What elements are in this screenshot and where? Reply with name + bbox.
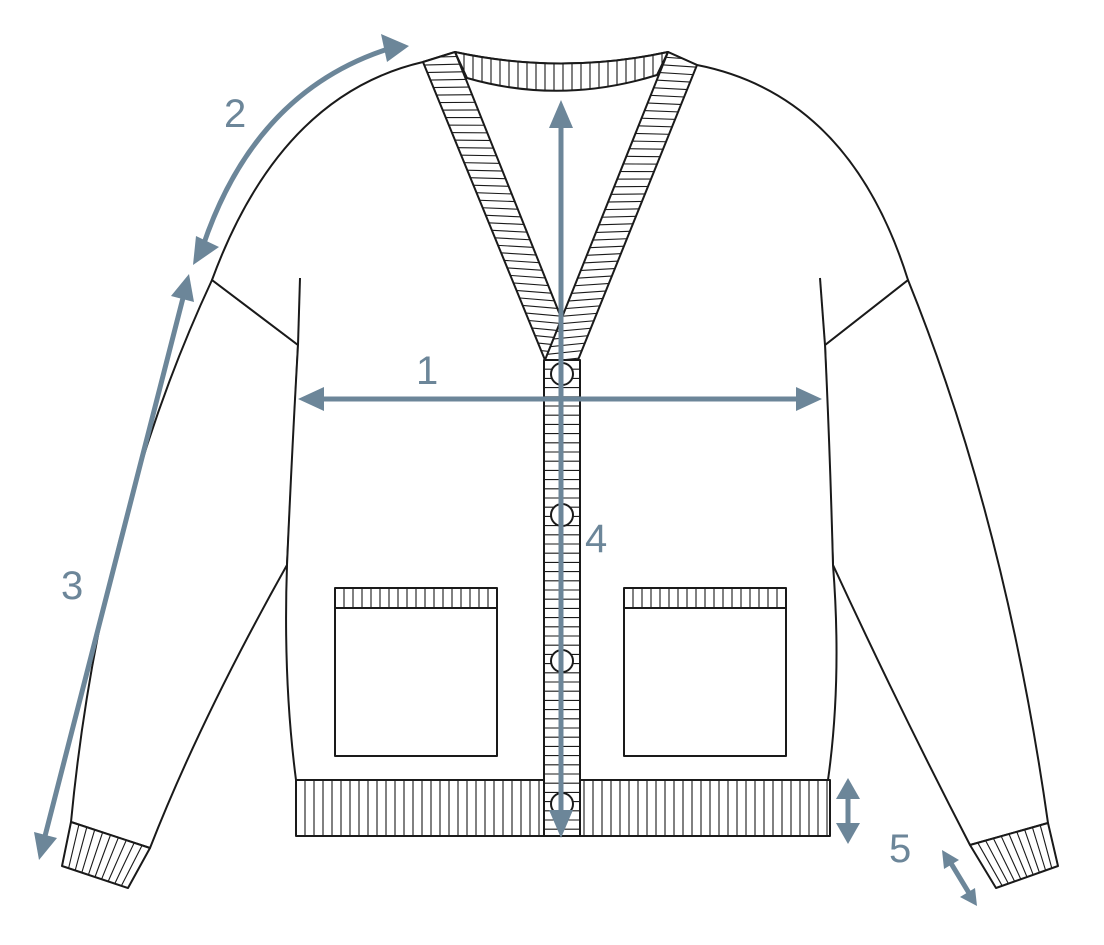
rib-line	[114, 842, 135, 884]
right-cuff	[969, 822, 1059, 889]
rib-line	[1008, 833, 1028, 878]
rib-line	[985, 840, 1009, 884]
label-shoulder: 2	[224, 92, 246, 136]
rib-line	[977, 842, 1003, 887]
rib-line	[101, 837, 119, 880]
rib-line	[1000, 835, 1022, 880]
rib-line	[1039, 825, 1053, 869]
right-pocket	[623, 587, 787, 757]
sleeve-length-arrow	[34, 274, 194, 860]
cuff-width-arrow	[942, 850, 977, 906]
measurement-arrows	[34, 34, 977, 906]
back-neck-rib	[454, 51, 669, 92]
rib-line	[1016, 831, 1034, 875]
left-cuff	[61, 821, 151, 889]
left-armhole-seam	[297, 277, 301, 346]
rib-line	[94, 834, 112, 878]
rib-line	[1024, 829, 1040, 873]
rib-line	[87, 832, 104, 875]
right-armhole-seam	[819, 277, 826, 346]
label-chest-width: 1	[416, 349, 438, 393]
label-cuff-width: 5	[889, 827, 911, 871]
body-length-arrow	[549, 100, 573, 838]
left-pocket	[334, 587, 498, 757]
left-sleeve	[70, 279, 299, 849]
rib-line	[992, 838, 1016, 882]
hem-height-arrow	[836, 778, 860, 844]
label-body-length: 4	[585, 517, 607, 561]
rib-line	[120, 845, 143, 887]
rib-line	[81, 829, 96, 873]
rib-line	[74, 827, 88, 871]
right-sleeve	[824, 279, 1049, 846]
rib-line	[1031, 827, 1047, 871]
measurement-labels: 1 2 3 4 5	[61, 92, 911, 871]
rib-line	[107, 839, 127, 882]
label-sleeve-length: 3	[61, 564, 83, 608]
rib-line	[68, 824, 80, 869]
shoulder-arrow	[193, 34, 409, 265]
